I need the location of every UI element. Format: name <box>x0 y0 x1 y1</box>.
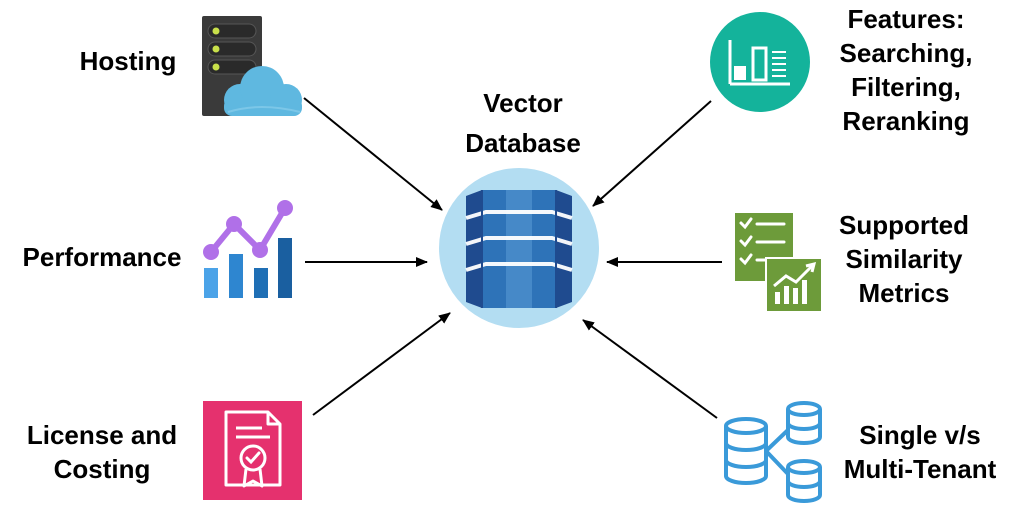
similarity-label-line-2: Similarity <box>845 244 963 274</box>
performance-label-line-1: Performance <box>22 242 182 272</box>
performance-label: Performance <box>12 240 192 274</box>
features-label-line-1: Features: <box>847 4 965 34</box>
similarity-label-line-1: Supported <box>839 210 969 240</box>
similarity-label-line-3: Metrics <box>858 278 950 308</box>
arrow-hosting <box>303 97 443 211</box>
features-label: Features: Searching, Filtering, Rerankin… <box>826 2 986 138</box>
arrow-license <box>312 312 451 416</box>
license-label-line-2: Costing <box>53 454 151 484</box>
database-layers-icon <box>439 168 599 328</box>
server-cloud-icon <box>202 16 302 116</box>
hosting-label: Hosting <box>70 44 186 78</box>
analytics-circle-icon <box>710 12 810 112</box>
tenant-label-line-2: Multi-Tenant <box>843 454 997 484</box>
center-title-line-2: Database <box>465 128 581 158</box>
center-title-line-1: Vector <box>483 88 563 118</box>
features-label-line-2: Searching, <box>839 38 973 68</box>
center-title: Vector Database <box>438 86 608 160</box>
features-label-line-3: Filtering, <box>851 72 961 102</box>
bar-line-chart-icon <box>203 200 293 298</box>
features-label-line-4: Reranking <box>842 106 970 136</box>
tenant-label: Single v/s Multi-Tenant <box>832 418 1008 486</box>
database-network-icon <box>724 401 822 503</box>
license-label-line-1: License and <box>26 420 178 450</box>
similarity-label: Supported Similarity Metrics <box>826 208 982 310</box>
arrow-tenant <box>582 319 718 419</box>
certificate-icon <box>203 401 302 500</box>
license-label: License and Costing <box>14 418 190 486</box>
arrow-features <box>592 100 712 207</box>
connector-arrows <box>303 97 722 419</box>
hosting-label-line-1: Hosting <box>79 46 177 76</box>
checklist-chart-icon <box>733 211 823 313</box>
tenant-label-line-1: Single v/s <box>859 420 981 450</box>
